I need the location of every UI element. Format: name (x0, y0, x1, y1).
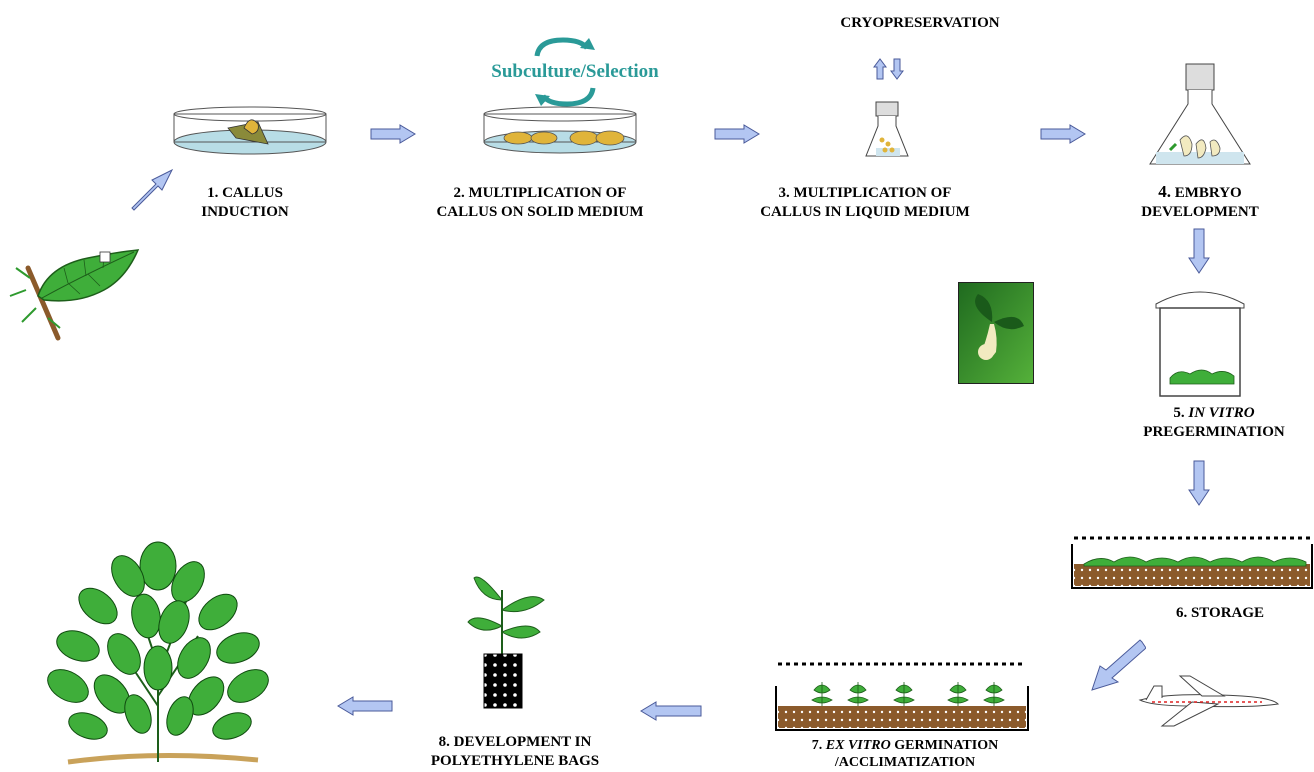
arrow-right-2 (714, 124, 760, 144)
step2-label: 2. MULTIPLICATION OF CALLUS ON SOLID MED… (400, 184, 680, 222)
step1-line2: INDUCTION (201, 204, 289, 220)
step8-line1: 8. DEVELOPMENT IN (438, 734, 592, 750)
step3-label: 3. MULTIPLICATION OF CALLUS IN LIQUID ME… (725, 184, 1005, 222)
step4-line1: EMBRYO (1171, 185, 1242, 201)
arrow-cryo-up (873, 58, 887, 80)
mature-plant-icon (47, 541, 269, 765)
step5-num: 5. (1173, 405, 1189, 421)
step6-line1: 6. STORAGE (1175, 605, 1265, 621)
step1-label: 1. CALLUS INDUCTION (185, 184, 305, 222)
step3-line2: CALLUS IN LIQUID MEDIUM (760, 204, 970, 220)
arrow-down-1 (1188, 228, 1210, 274)
step2-line2: CALLUS ON SOLID MEDIUM (436, 204, 644, 220)
arrow-diagonal-down (1091, 639, 1146, 691)
arrow-right-1 (370, 124, 416, 144)
step7-rest: GERMINATION (890, 738, 999, 753)
step2-line1: 2. MULTIPLICATION OF (453, 185, 627, 201)
cryopreservation-label: CRYOPRESERVATION (840, 15, 1000, 31)
petri-dish-callus-induction-icon (173, 106, 327, 155)
step5-italic: IN VITRO (1188, 405, 1255, 421)
step7-num: 7. (811, 738, 826, 753)
arrow-diagonal-up (131, 168, 174, 211)
step7-label: 7. EX VITRO GERMINATION /ACCLIMATIZATION (760, 737, 1050, 771)
subculture-cycle-top-icon (534, 37, 595, 57)
arrow-cryo-down (890, 58, 904, 80)
step1-line1: 1. CALLUS (207, 185, 283, 201)
arrow-left-1 (640, 701, 702, 721)
step4-line2: DEVELOPMENT (1141, 204, 1259, 220)
step4-label: 4. EMBRYO DEVELOPMENT (1100, 182, 1300, 222)
petri-dish-solid-medium-icon (483, 106, 637, 154)
step8-line2: POLYETHYLENE BAGS (430, 753, 600, 769)
germination-tray-icon (775, 662, 1029, 731)
step3-line1: 3. MULTIPLICATION OF (778, 185, 952, 201)
storage-tray-icon (1071, 536, 1313, 589)
subculture-cycle-bottom-icon (535, 87, 596, 107)
jar-pregermination-icon (1155, 291, 1245, 397)
step7-line2: /ACCLIMATIZATION (834, 755, 976, 770)
arrow-right-3 (1040, 124, 1086, 144)
arrow-left-2 (337, 696, 393, 716)
leaf-explant-icon (9, 249, 140, 341)
polyethylene-bag-seedling-icon (467, 576, 545, 709)
step4-num: 4. (1158, 182, 1171, 201)
embryo-photo-image (958, 282, 1034, 384)
step5-line2: PREGERMINATION (1143, 424, 1285, 440)
arrow-down-2 (1188, 460, 1210, 506)
step8-label: 8. DEVELOPMENT IN POLYETHYLENE BAGS (390, 733, 640, 771)
airplane-icon (1138, 675, 1280, 727)
flask-embryo-development-icon (1149, 63, 1251, 165)
step7-italic: EX VITRO (825, 738, 891, 753)
subculture-label: Subculture/Selection (491, 61, 659, 82)
step5-label: 5. IN VITRO PREGERMINATION (1114, 404, 1314, 442)
step6-label: 6. STORAGE (1130, 604, 1310, 623)
flask-liquid-medium-icon (865, 101, 909, 157)
